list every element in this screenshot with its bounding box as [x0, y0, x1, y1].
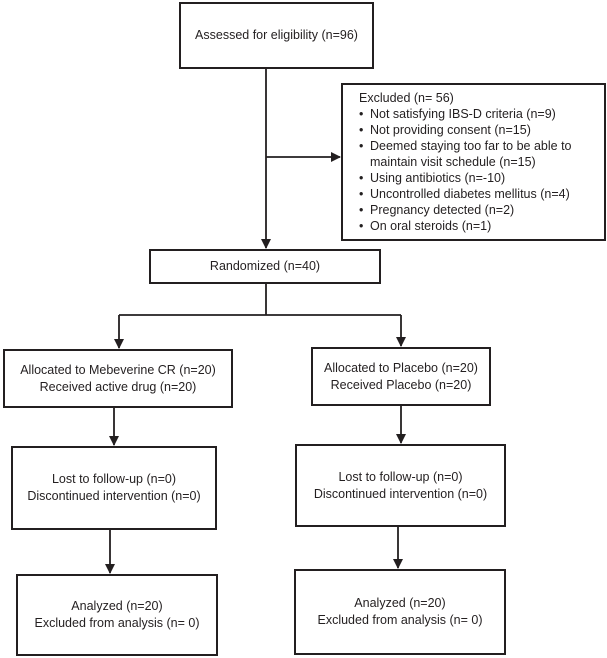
- randomized-box: Randomized (n=40): [149, 249, 381, 284]
- assessed-label: Assessed for eligibility (n=96): [195, 28, 358, 42]
- randomized-label: Randomized (n=40): [209, 259, 321, 273]
- right-followup-box: Lost to follow-up (n=0) Discontinued int…: [295, 444, 506, 527]
- exclusion-reason: Pregnancy detected (n=2): [359, 202, 604, 218]
- left-discontinued-label: Discontinued intervention (n=0): [27, 489, 201, 503]
- left-lost-label: Lost to follow-up (n=0): [51, 472, 177, 486]
- exclusion-reason: Not providing consent (n=15): [359, 122, 604, 138]
- left-excluded-analysis-label: Excluded from analysis (n= 0): [34, 616, 200, 630]
- exclusion-reason: Using antibiotics (n=-10): [359, 170, 604, 186]
- right-received-label: Received Placebo (n=20): [330, 377, 472, 392]
- left-followup-box: Lost to follow-up (n=0) Discontinued int…: [11, 446, 217, 530]
- left-analyzed-label: Analyzed (n=20): [71, 599, 163, 613]
- assessed-eligibility-box: Assessed for eligibility (n=96): [179, 2, 374, 69]
- right-analyzed-label: Analyzed (n=20): [354, 596, 446, 610]
- right-analysis-box: Analyzed (n=20) Excluded from analysis (…: [294, 569, 506, 655]
- left-allocated-label: Allocated to Mebeverine CR (n=20): [20, 362, 216, 377]
- excluded-title: Excluded (n= 56): [359, 91, 454, 105]
- excluded-box: Excluded (n= 56) Not satisfying IBS-D cr…: [341, 83, 606, 241]
- exclusion-reasons-list: Not satisfying IBS-D criteria (n=9) Not …: [359, 106, 604, 234]
- right-allocated-label: Allocated to Placebo (n=20): [324, 360, 478, 375]
- left-analysis-box: Analyzed (n=20) Excluded from analysis (…: [16, 574, 218, 656]
- exclusion-reason: Not satisfying IBS-D criteria (n=9): [359, 106, 604, 122]
- right-excluded-analysis-label: Excluded from analysis (n= 0): [317, 613, 483, 627]
- exclusion-reason: Deemed staying too far to be able to mai…: [359, 138, 604, 170]
- left-received-label: Received active drug (n=20): [39, 379, 197, 394]
- exclusion-reason: Uncontrolled diabetes mellitus (n=4): [359, 186, 604, 202]
- left-allocation-box: Allocated to Mebeverine CR (n=20) Receiv…: [3, 349, 233, 408]
- right-lost-label: Lost to follow-up (n=0): [338, 469, 463, 484]
- right-discontinued-label: Discontinued intervention (n=0): [313, 486, 488, 501]
- right-allocation-box: Allocated to Placebo (n=20) Received Pla…: [311, 347, 491, 406]
- exclusion-reason: On oral steroids (n=1): [359, 218, 604, 234]
